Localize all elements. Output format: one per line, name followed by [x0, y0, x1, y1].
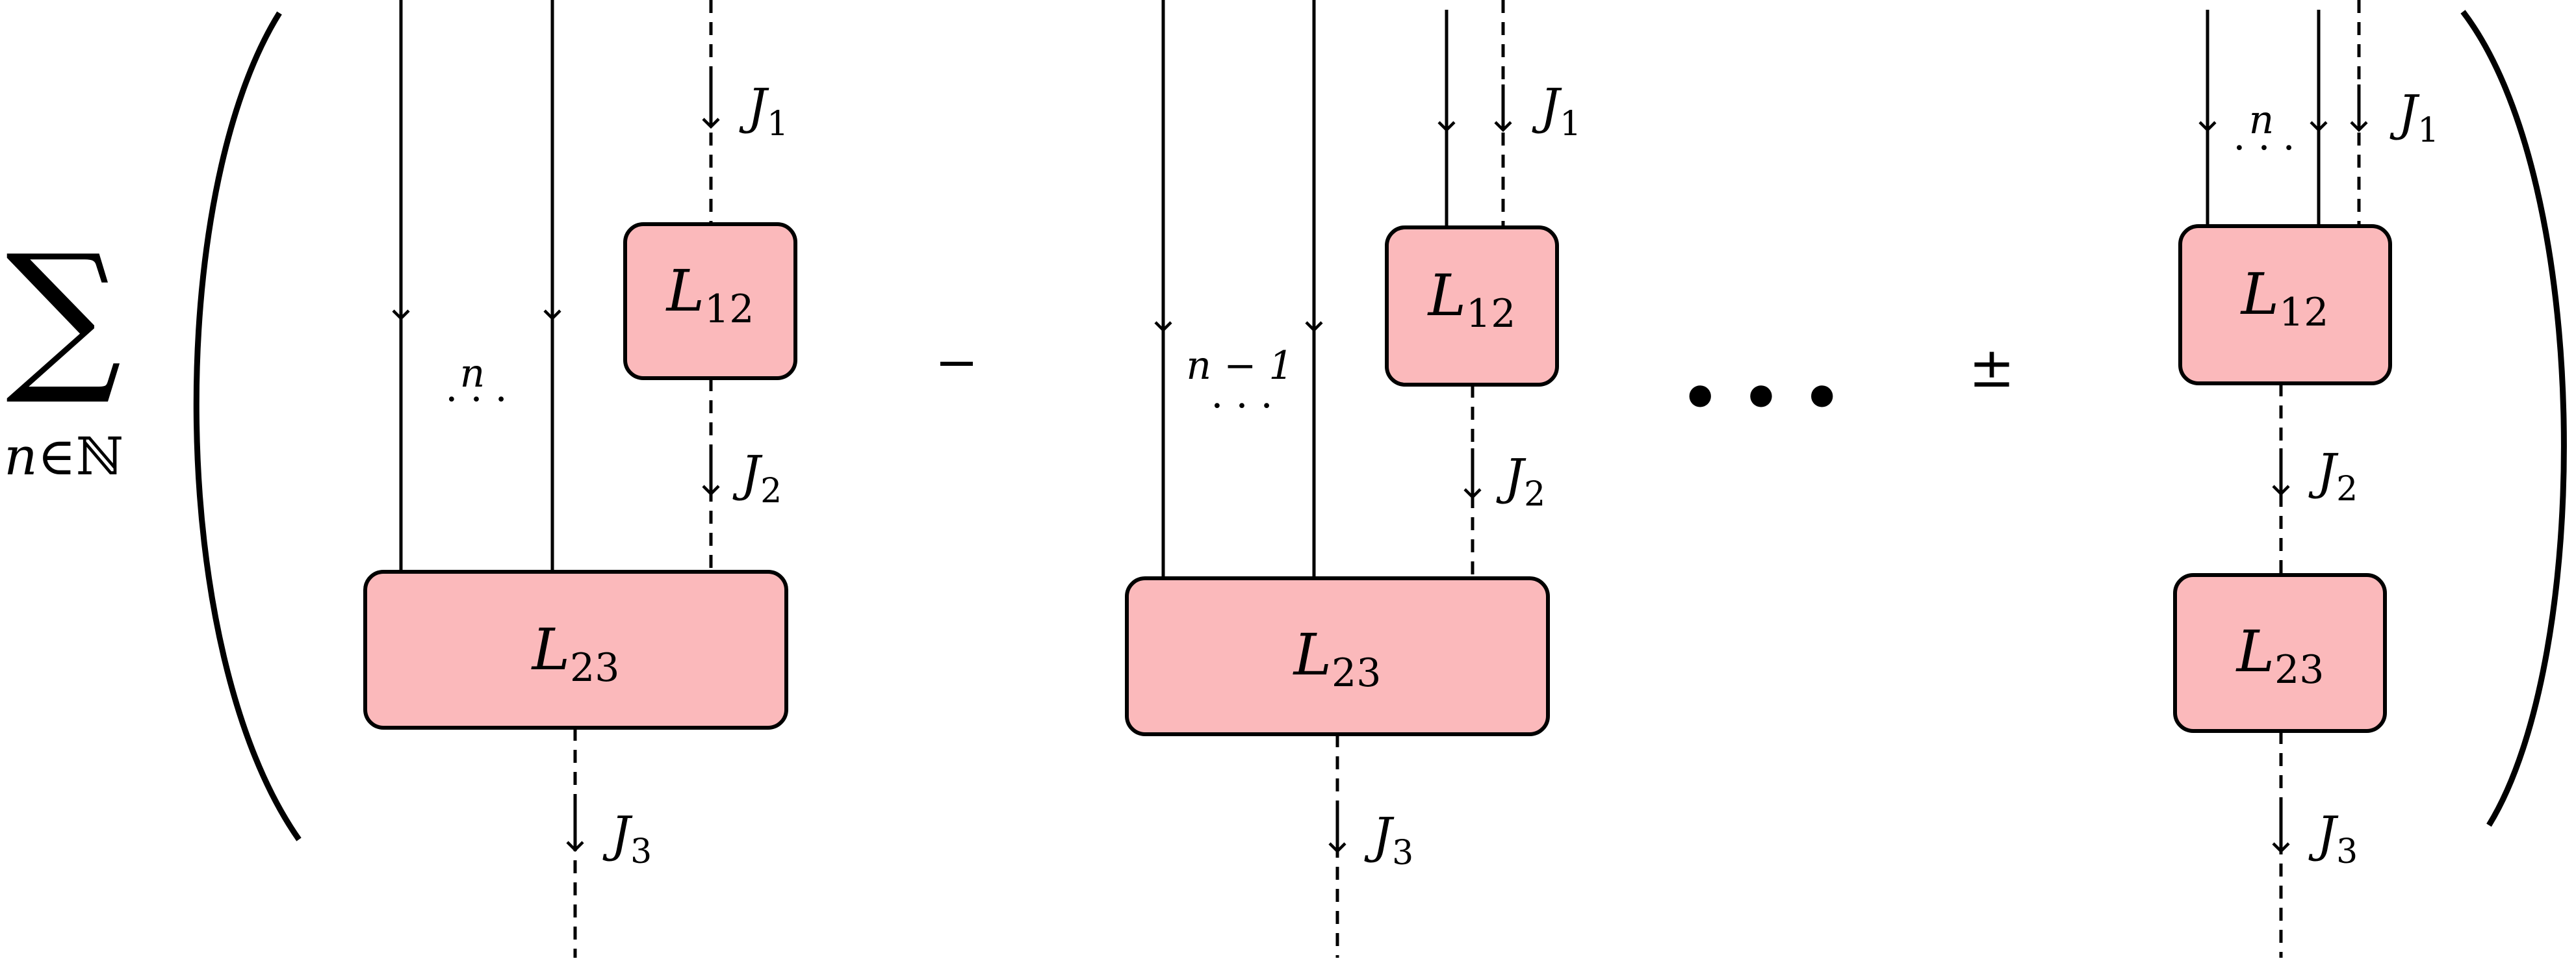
wire-count-label: n — [2249, 97, 2274, 143]
box-l23-label: L23 — [531, 616, 620, 691]
j2-label: J2 — [1496, 448, 1545, 514]
left-parenthesis — [193, 11, 302, 841]
box-l12 — [2178, 224, 2392, 385]
j3-label: J3 — [1364, 807, 1413, 873]
box-l23-label: L23 — [2235, 618, 2325, 693]
term-1: n · · · J1 L12 J2 L23 J3 — [363, 0, 797, 958]
box-l12-label: L12 — [1427, 262, 1516, 337]
wire-dots: · · · — [1211, 383, 1272, 429]
j3-label: J3 — [602, 806, 652, 871]
box-l23-label: L23 — [1293, 621, 1382, 696]
term-2: n − 1 · · · J1 L12 J2 L23 J3 — [1125, 0, 1581, 958]
wire-count-label: n — [460, 351, 485, 396]
box-l12-label: L12 — [2240, 261, 2329, 335]
box-l12-label: L12 — [665, 257, 754, 332]
j1-label: J1 — [739, 78, 788, 144]
wire-dots: · · · — [445, 377, 507, 422]
j3-label: J3 — [2308, 806, 2358, 871]
j1-label: J1 — [1532, 78, 1581, 144]
summation-sign: ∑ n∈ℕ — [4, 220, 123, 487]
j2-label: J2 — [732, 445, 782, 511]
sum-index: n∈ℕ — [4, 426, 123, 487]
minus-operator: − — [934, 332, 978, 392]
right-parenthesis — [2460, 10, 2567, 827]
term-3: n · · · J1 L12 J2 L23 J3 — [2173, 0, 2439, 958]
wire-count-label: n − 1 — [1186, 343, 1293, 389]
wire-dots: · · · — [2233, 125, 2295, 171]
j1-label: J1 — [2389, 84, 2439, 150]
ellipsis-operator: • • • — [1681, 362, 1842, 434]
sigma-symbol: ∑ — [6, 220, 122, 409]
plus-minus-operator: ± — [1968, 336, 2015, 400]
j2-label: J2 — [2308, 443, 2358, 509]
